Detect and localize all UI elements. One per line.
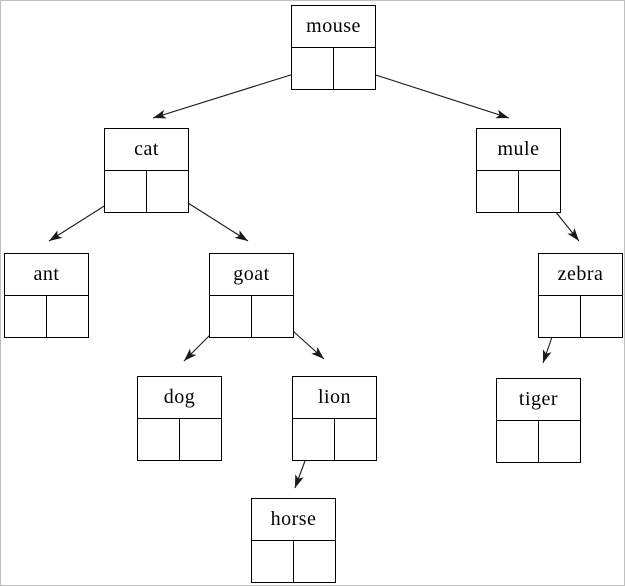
node-label-tiger: tiger	[497, 379, 580, 421]
pointer-cells-zebra	[539, 296, 622, 338]
left-pointer-cell	[5, 296, 47, 338]
node-label-dog: dog	[138, 377, 221, 419]
tree-node-zebra: zebra	[538, 253, 623, 338]
right-pointer-cell	[335, 419, 376, 461]
left-pointer-cell	[105, 171, 147, 213]
right-pointer-cell	[581, 296, 622, 338]
pointer-cells-mouse	[292, 48, 375, 90]
tree-node-cat: cat	[104, 128, 189, 213]
left-pointer-cell	[292, 48, 334, 90]
pointer-cells-cat	[105, 171, 188, 213]
node-label-goat: goat	[210, 254, 293, 296]
tree-node-mouse: mouse	[291, 5, 376, 90]
pointer-cells-mule	[477, 171, 560, 213]
node-label-cat: cat	[105, 129, 188, 171]
tree-node-mule: mule	[476, 128, 561, 213]
right-pointer-cell	[294, 541, 335, 583]
left-pointer-cell	[210, 296, 252, 338]
node-label-lion: lion	[293, 377, 376, 419]
left-pointer-cell	[138, 419, 180, 461]
pointer-cells-lion	[293, 419, 376, 461]
node-label-ant: ant	[5, 254, 88, 296]
pointer-cells-dog	[138, 419, 221, 461]
node-label-horse: horse	[252, 499, 335, 541]
tree-node-dog: dog	[137, 376, 222, 461]
right-pointer-cell	[47, 296, 88, 338]
left-pointer-cell	[477, 171, 519, 213]
tree-node-goat: goat	[209, 253, 294, 338]
left-pointer-cell	[539, 296, 581, 338]
left-pointer-cell	[497, 421, 539, 463]
pointer-cells-goat	[210, 296, 293, 338]
right-pointer-cell	[252, 296, 293, 338]
tree-node-lion: lion	[292, 376, 377, 461]
left-pointer-cell	[293, 419, 335, 461]
node-label-mouse: mouse	[292, 6, 375, 48]
node-label-zebra: zebra	[539, 254, 622, 296]
right-pointer-cell	[334, 48, 375, 90]
right-pointer-cell	[180, 419, 221, 461]
edge-mouse-left-to-cat	[152, 67, 314, 119]
pointer-cells-ant	[5, 296, 88, 338]
pointer-cells-tiger	[497, 421, 580, 463]
right-pointer-cell	[539, 421, 580, 463]
left-pointer-cell	[252, 541, 294, 583]
node-label-mule: mule	[477, 129, 560, 171]
right-pointer-cell	[147, 171, 188, 213]
tree-node-horse: horse	[251, 498, 336, 583]
tree-node-ant: ant	[4, 253, 89, 338]
edge-mouse-right-to-mule	[353, 67, 510, 119]
tree-node-tiger: tiger	[496, 378, 581, 463]
pointer-cells-horse	[252, 541, 335, 583]
right-pointer-cell	[519, 171, 560, 213]
